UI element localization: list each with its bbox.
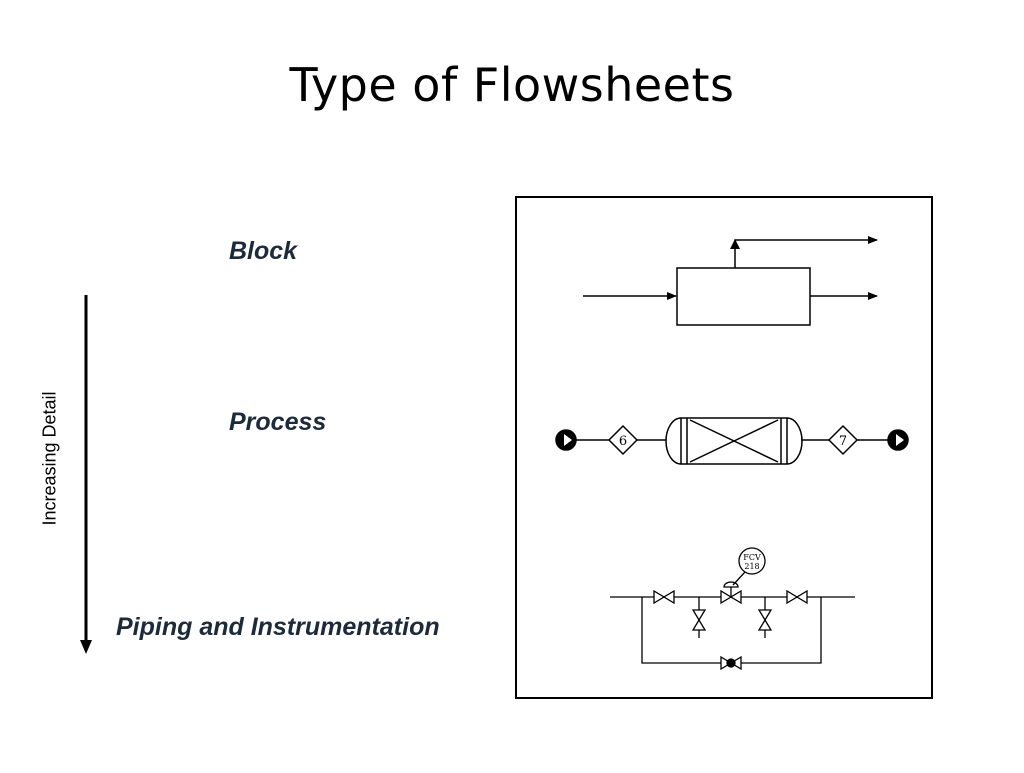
block-flowsheet: [583, 236, 878, 326]
stream-tag-6: 6: [619, 434, 627, 449]
packed-vessel-icon: [665, 417, 803, 465]
increasing-detail-arrow: [80, 295, 92, 654]
outlet-connector-icon: [887, 429, 909, 451]
level-label-process: Process: [229, 408, 327, 436]
level-label-block: Block: [229, 237, 298, 265]
instrument-tag-line2: 218: [744, 562, 759, 571]
gate-valve-right-icon: [786, 589, 808, 605]
drain-valve-right-icon: [757, 609, 773, 631]
stream-tag-7: 7: [839, 434, 847, 449]
diagram-frame: [515, 196, 933, 699]
process-flowsheet: [555, 417, 909, 465]
stream-tag-7-diamond: [827, 424, 859, 456]
gate-valve-left-icon: [653, 589, 675, 605]
drain-valve-left-icon: [691, 609, 707, 631]
stream-tag-6-diamond: [607, 424, 639, 456]
block-unit: [676, 267, 811, 326]
slide-title: Type of Flowsheets: [289, 58, 735, 112]
inlet-connector-icon: [555, 429, 577, 451]
bypass-globe-valve-icon: [720, 655, 742, 671]
instrument-tag-line1: FCV: [743, 553, 761, 562]
control-valve-icon: [720, 571, 746, 605]
instrument-bubble-icon: [738, 547, 766, 575]
pid-flowsheet: [610, 547, 855, 671]
level-label-pid: Piping and Instrumentation: [116, 613, 440, 641]
block-overhead-stream: [734, 236, 878, 268]
